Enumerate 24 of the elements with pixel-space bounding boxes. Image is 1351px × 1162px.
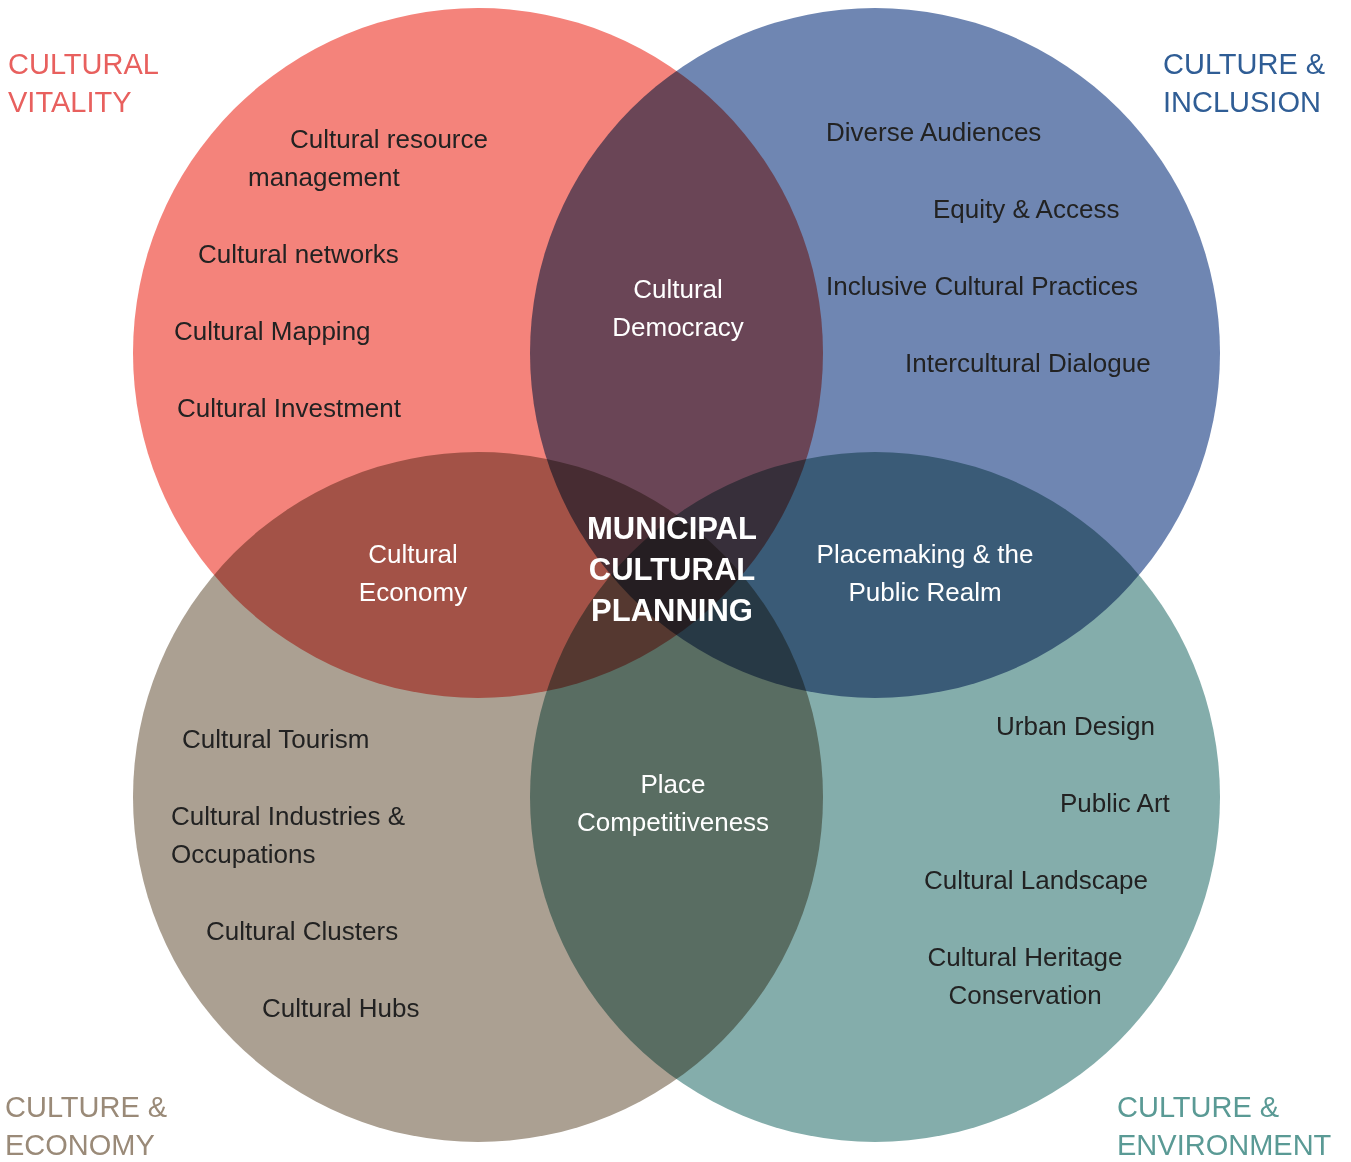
topic-label: Cultural Industries & Occupations bbox=[171, 800, 407, 871]
overlap-label: Placemaking & the Public Realm bbox=[815, 538, 1035, 609]
topic-label: Cultural Hubs bbox=[262, 992, 420, 1025]
circle-heading: CULTURE & ENVIRONMENT bbox=[1117, 1090, 1333, 1162]
overlap-label: Cultural Democracy bbox=[611, 273, 745, 344]
topic-label: Public Art bbox=[1060, 787, 1170, 820]
circle-heading: CULTURE & ECONOMY bbox=[5, 1090, 169, 1162]
topic-label: Urban Design bbox=[996, 710, 1155, 743]
topic-label: Cultural Tourism bbox=[182, 723, 370, 756]
topic-label: Cultural Landscape bbox=[924, 864, 1149, 897]
circle-heading: CULTURAL VITALITY bbox=[8, 47, 159, 120]
topic-label: Cultural Mapping bbox=[174, 315, 371, 348]
topic-label: Cultural resource management bbox=[248, 123, 489, 194]
overlap-label: Place Competitiveness bbox=[575, 768, 771, 839]
topic-label: Intercultural Dialogue bbox=[905, 347, 1151, 380]
circle-heading: CULTURE & INCLUSION bbox=[1163, 47, 1327, 120]
topic-label: Cultural Heritage Conservation bbox=[926, 941, 1124, 1012]
topic-label: Equity & Access bbox=[933, 193, 1120, 226]
overlap-label: Cultural Economy bbox=[357, 538, 469, 609]
topic-label: Cultural networks bbox=[198, 238, 399, 271]
topic-label: Diverse Audiences bbox=[826, 116, 1042, 149]
topic-label: Cultural Clusters bbox=[206, 915, 399, 948]
topic-label: Inclusive Cultural Practices bbox=[826, 270, 1139, 303]
topic-label: Cultural Investment bbox=[177, 392, 401, 425]
